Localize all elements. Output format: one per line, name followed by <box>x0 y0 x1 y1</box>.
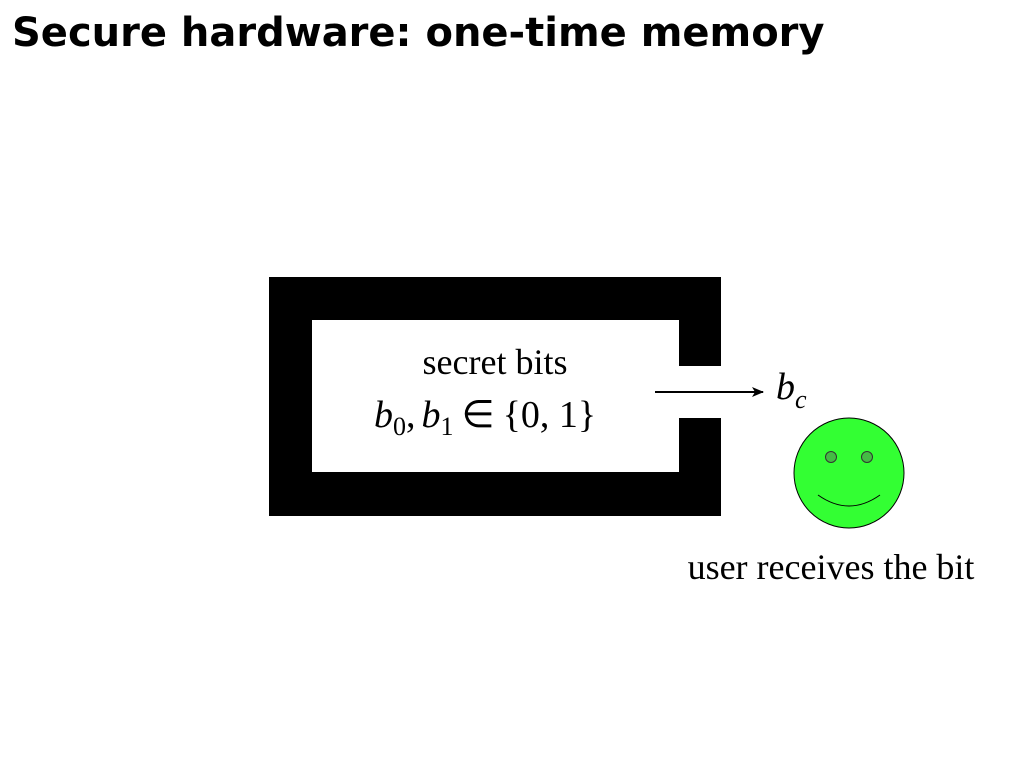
formula-b0: b <box>374 394 393 436</box>
formula-b0-subscript: 0 <box>393 412 406 441</box>
slide-title: Secure hardware: one-time memory <box>12 10 825 56</box>
output-bit-base: b <box>776 366 795 408</box>
user-caption: user receives the bit <box>688 547 975 587</box>
smiley-left-eye <box>825 451 837 463</box>
memory-box-right-wall-lower <box>679 418 721 516</box>
smiley-right-eye <box>861 451 873 463</box>
secret-bits-formula: b0,b1∈{0, 1} <box>374 394 596 441</box>
memory-box-top-wall <box>269 277 721 320</box>
formula-element-of: ∈ <box>462 394 495 436</box>
formula-b1-subscript: 1 <box>441 412 454 441</box>
formula-b1: b <box>422 394 441 436</box>
output-bit-label: bc <box>776 366 807 414</box>
memory-box-bottom-wall <box>269 472 721 516</box>
secret-bits-label: secret bits <box>423 342 568 382</box>
smiley-mouth <box>817 494 881 507</box>
memory-box-left-wall <box>269 277 312 516</box>
memory-box-right-wall-upper <box>679 277 721 366</box>
smiley-face-head <box>793 417 905 529</box>
smiley-face-icon <box>793 417 905 529</box>
formula-set: {0, 1} <box>503 394 596 436</box>
output-bit-subscript: c <box>795 385 807 414</box>
memory-box <box>269 277 721 516</box>
formula-comma: , <box>406 394 416 436</box>
